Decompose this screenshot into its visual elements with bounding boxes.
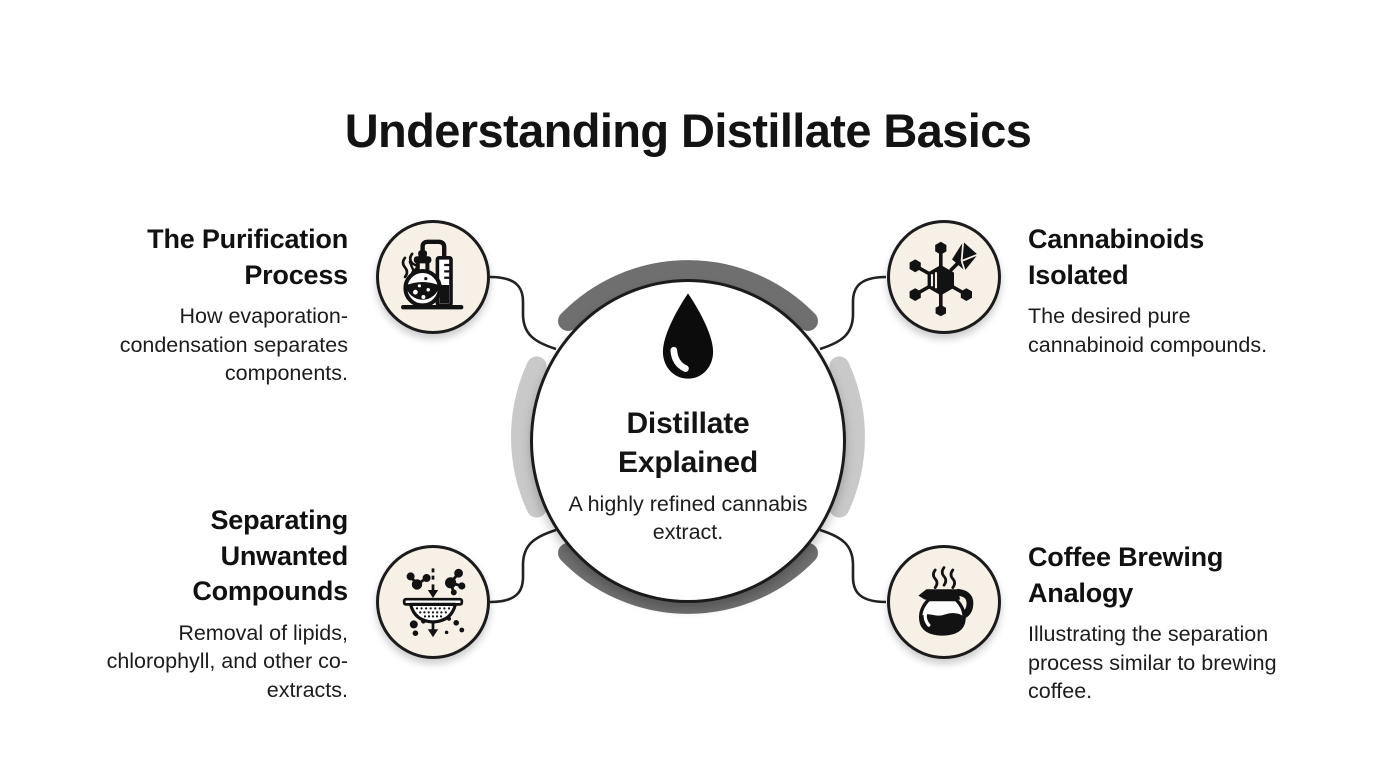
node-coffee: Coffee Brewing Analogy Illustrating the … xyxy=(1028,540,1306,705)
icon-circle-purification xyxy=(376,220,490,334)
connector-bottom-left xyxy=(489,528,557,604)
node-description: How evaporation-condensation separates c… xyxy=(119,304,348,385)
connector-top-right xyxy=(819,275,887,351)
node-description: The desired pure cannabinoid compounds. xyxy=(1028,304,1268,357)
droplet-icon xyxy=(662,293,714,379)
node-description: Removal of lipids, chlorophyll, and othe… xyxy=(106,620,348,702)
center-description: A highly refined cannabis extract. xyxy=(568,492,808,544)
icon-circle-separating xyxy=(376,545,490,659)
node-description: Illustrating the separation process simi… xyxy=(1028,622,1277,703)
ring-arc-bottom xyxy=(558,543,818,614)
node-heading: Coffee Brewing Analogy xyxy=(1028,542,1224,608)
connector-bottom-right xyxy=(819,528,887,604)
node-heading: Separating Unwanted Compounds xyxy=(192,505,348,607)
icon-circle-coffee xyxy=(887,545,1001,659)
node-cannabinoids: Cannabinoids Isolated The desired pure c… xyxy=(1028,222,1298,359)
node-heading: Cannabinoids Isolated xyxy=(1028,224,1205,290)
ring-arc-top xyxy=(558,260,818,331)
sieve-filter-icon xyxy=(402,568,466,638)
icon-circle-cannabinoids xyxy=(887,220,1001,334)
node-purification: The Purification Process How evaporation… xyxy=(86,222,349,387)
center-node: Distillate Explained A highly refined ca… xyxy=(530,279,846,603)
page-title: Understanding Distillate Basics xyxy=(344,104,1032,158)
node-separating: Separating Unwanted Compounds Removal of… xyxy=(96,503,349,704)
coffee-pot-icon xyxy=(918,566,974,636)
connector-top-left xyxy=(489,275,557,351)
distillation-flask-icon xyxy=(401,239,464,310)
ring-arc-left xyxy=(511,356,547,518)
ring-arc-right xyxy=(829,356,865,518)
center-heading: Distillate Explained xyxy=(618,407,758,479)
node-heading: The Purification Process xyxy=(147,224,348,290)
molecule-crystal-icon xyxy=(909,241,978,317)
